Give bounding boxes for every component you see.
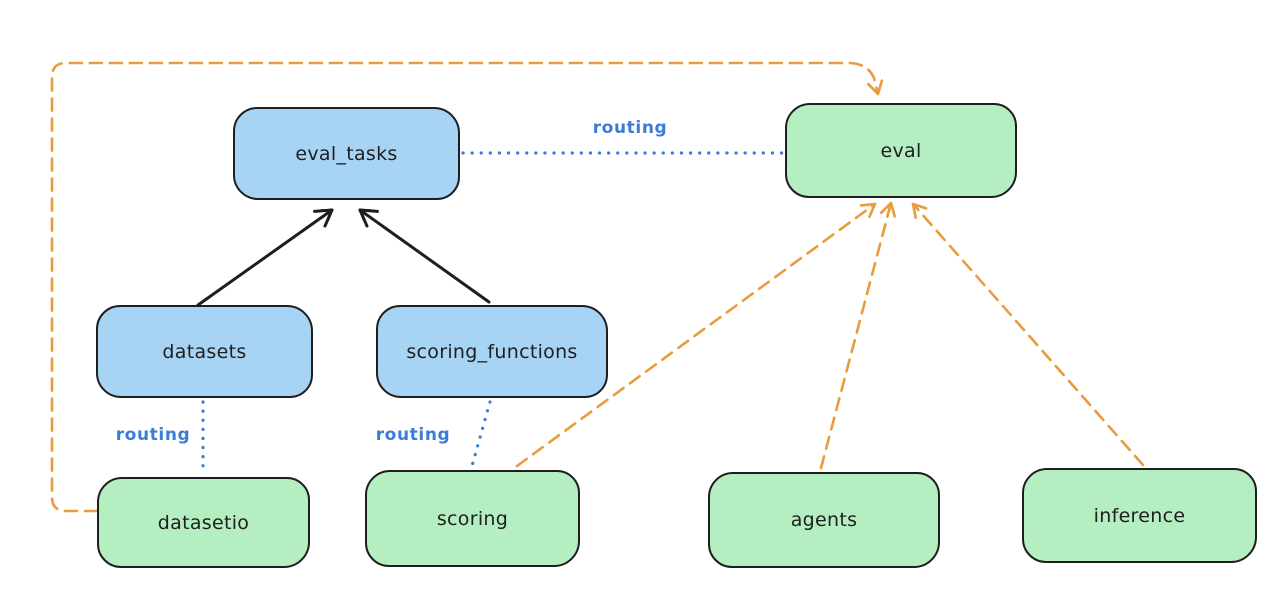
edge-agents-to-eval-dashed <box>819 201 897 470</box>
edge-scoring-functions-to-eval-tasks <box>358 208 491 304</box>
node-datasets: datasets <box>96 305 313 398</box>
node-scoring-functions: scoring_functions <box>376 305 608 398</box>
edge-label-routing-datasetio: routing <box>115 425 191 445</box>
node-scoring-label: scoring <box>436 507 509 530</box>
edge-scoring-functions-to-scoring-dotted <box>470 400 492 468</box>
edge-datasetio-to-eval-dashed <box>50 61 884 513</box>
node-inference: inference <box>1022 468 1257 563</box>
edge-datasets-to-eval-tasks <box>196 208 334 307</box>
node-datasets-label: datasets <box>162 340 247 363</box>
node-scoring: scoring <box>365 470 580 567</box>
node-agents: agents <box>708 472 940 568</box>
edge-label-routing-eval: routing <box>592 118 668 138</box>
node-agents-label: agents <box>790 509 858 531</box>
edge-label-routing-scoring: routing <box>375 425 451 445</box>
node-scoring-functions-label: scoring_functions <box>406 340 578 363</box>
edge-inference-to-eval-dashed <box>911 202 1145 467</box>
node-eval-tasks: eval_tasks <box>233 107 460 200</box>
node-eval-tasks-label: eval_tasks <box>295 142 398 165</box>
edge-scoring-to-eval-dashed <box>515 202 877 468</box>
node-datasetio-label: datasetio <box>157 511 250 534</box>
node-eval: eval <box>785 103 1017 198</box>
node-eval-label: eval <box>880 139 922 162</box>
node-inference-label: inference <box>1093 504 1186 527</box>
node-datasetio: datasetio <box>97 477 310 568</box>
